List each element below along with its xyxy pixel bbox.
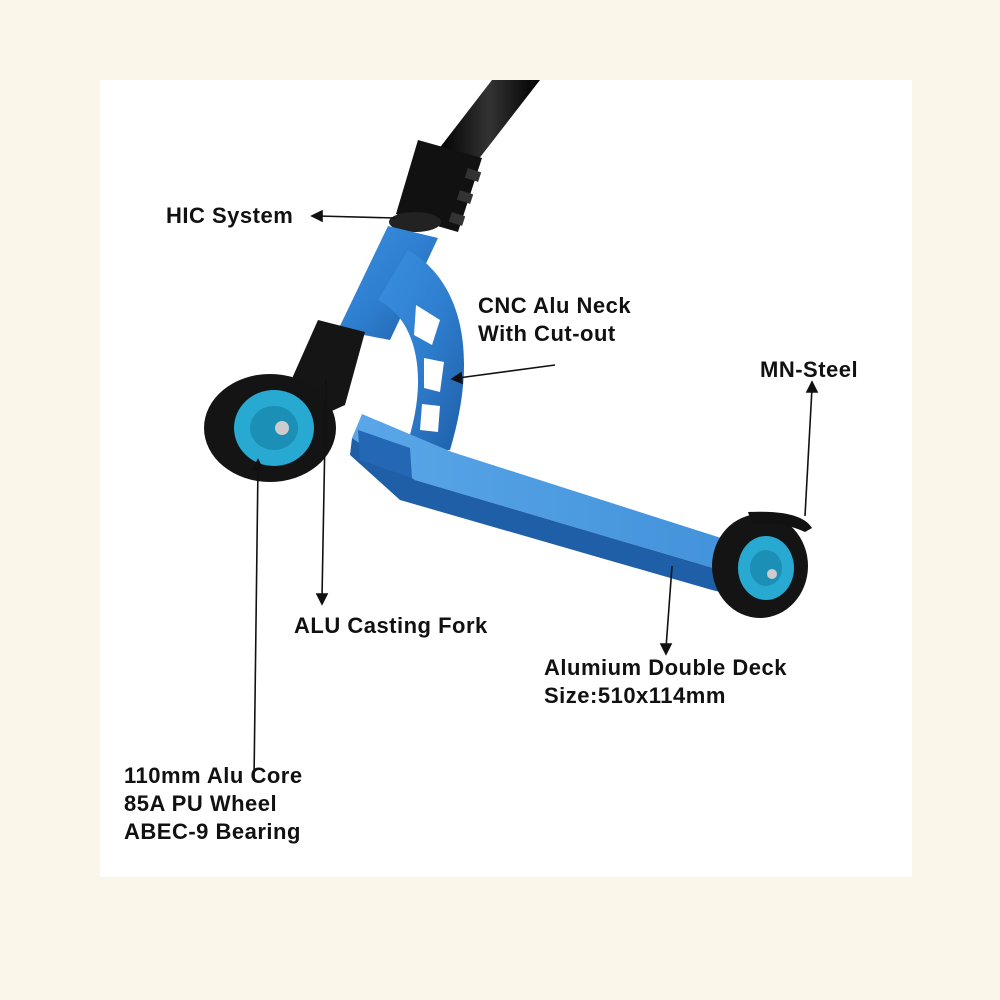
arrow-neck xyxy=(457,364,556,379)
label-deck-line1: Alumium Double Deck xyxy=(544,655,787,680)
label-deck-line2: Size:510x114mm xyxy=(544,683,726,708)
label-hic-system-text: HIC System xyxy=(166,203,294,228)
label-cnc-neck: CNC Alu Neck With Cut-out xyxy=(478,292,631,348)
label-cnc-neck-line2: With Cut-out xyxy=(478,321,616,346)
arrow-wheel xyxy=(253,465,259,781)
deck-box xyxy=(358,430,412,478)
clamp-bolt xyxy=(448,212,466,226)
label-wheel-line1: 110mm Alu Core xyxy=(124,763,303,788)
arrowhead-fork xyxy=(315,593,329,606)
label-mn-steel: MN-Steel xyxy=(760,356,858,384)
cnc-neck xyxy=(378,250,465,450)
label-wheel-line3: ABEC-9 Bearing xyxy=(124,819,301,844)
arrow-hic xyxy=(317,215,396,219)
label-deck: Alumium Double Deck Size:510x114mm xyxy=(544,654,787,710)
label-wheel-line2: 85A PU Wheel xyxy=(124,791,278,816)
arrow-deck xyxy=(665,565,673,649)
deck xyxy=(352,414,790,588)
arrowhead-mn-steel xyxy=(805,380,819,393)
clamp-bolt xyxy=(464,168,482,182)
neck-cutout xyxy=(424,358,444,392)
label-mn-steel-text: MN-Steel xyxy=(760,357,859,382)
handlebar-tube xyxy=(438,80,540,160)
clamp xyxy=(396,140,482,232)
label-fork-text: ALU Casting Fork xyxy=(294,613,488,638)
label-wheel: 110mm Alu Core 85A PU Wheel ABEC-9 Beari… xyxy=(124,762,303,846)
hic-headset-ring xyxy=(389,212,441,232)
mn-steel-brake xyxy=(748,511,812,532)
arrow-mn-steel xyxy=(804,387,813,517)
arrowhead-neck xyxy=(450,371,463,385)
callout-arrows xyxy=(251,209,819,781)
label-fork: ALU Casting Fork xyxy=(294,612,488,640)
neck-cutout xyxy=(414,305,440,345)
label-cnc-neck-line1: CNC Alu Neck xyxy=(478,293,632,318)
arrowhead-wheel xyxy=(251,458,265,471)
label-hic-system: HIC System xyxy=(166,202,293,230)
neck-cutout xyxy=(420,404,440,432)
arrowhead-hic xyxy=(310,209,323,223)
deck-side xyxy=(350,438,778,606)
rear-wheel xyxy=(712,514,808,618)
arrow-fork xyxy=(321,379,327,599)
clamp-bolt xyxy=(456,190,474,204)
arrowhead-deck xyxy=(659,643,673,656)
front-wheel xyxy=(204,374,336,482)
